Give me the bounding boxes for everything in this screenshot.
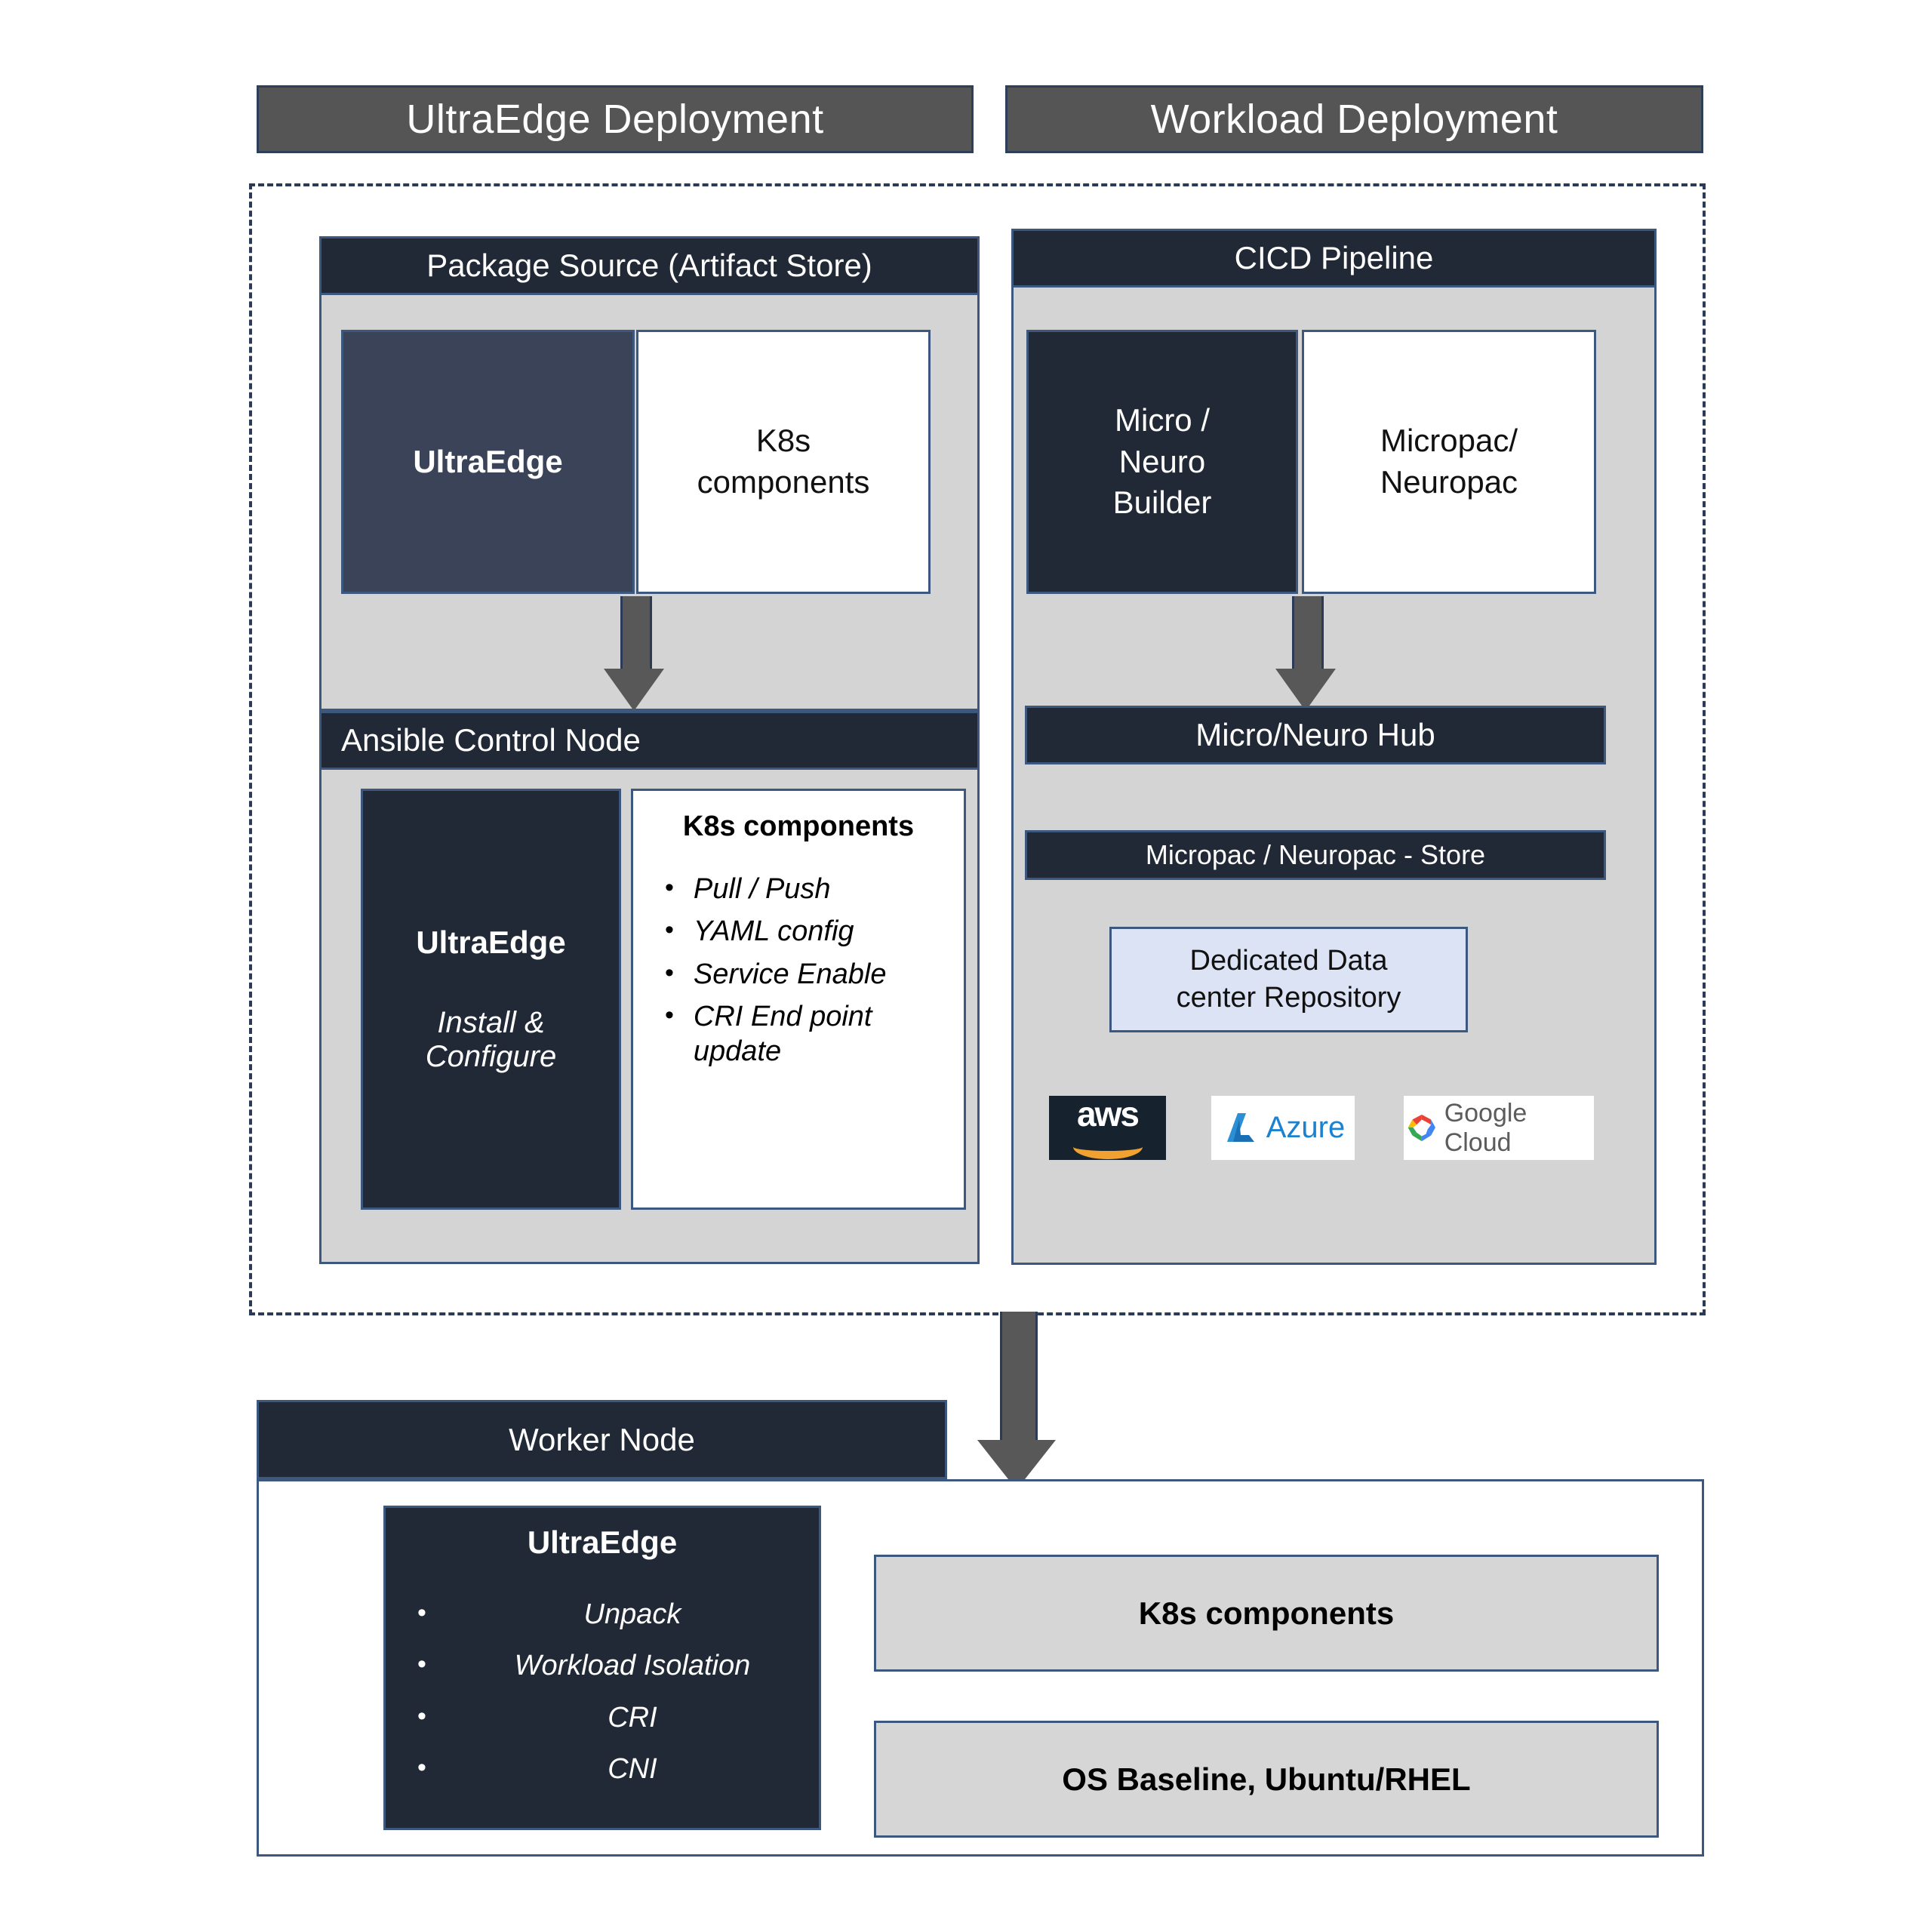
repository-line2: center Repository [1176,982,1401,1014]
micro-neuro-builder-box[interactable]: Micro / Neuro Builder [1026,330,1298,594]
worker-node-k8s-components-box[interactable]: K8s components [874,1555,1659,1672]
google-cloud-logo-icon: Google Cloud [1404,1096,1594,1160]
ansible-ultraedge-sub-line1: Install & [437,1006,545,1039]
worker-k8s-components-label: K8s components [1138,1595,1395,1631]
ansible-ultraedge-title: UltraEdge [416,924,566,960]
micro-neuro-hub-header: Micro/Neuro Hub [1025,706,1606,764]
bullet-icon: • [417,1598,426,1627]
bullet-icon: • [417,1753,426,1783]
repository-line1: Dedicated Data [1189,944,1388,977]
worker-ultraedge-list: • Unpack • Workload Isolation • CRI • CN… [386,1597,819,1794]
worker-os-baseline-label: OS Baseline, Ubuntu/RHEL [1062,1761,1471,1797]
worker-node-header: Worker Node [257,1400,947,1479]
arrow-package-source-to-ansible-icon [604,596,664,711]
pac-line1: Micropac/ [1380,423,1518,459]
micropac-neuropac-box[interactable]: Micropac/ Neuropac [1302,330,1596,594]
ansible-k8s-list: • Pull / Push • YAML config • Service En… [647,872,950,1069]
builder-line3: Builder [1112,485,1212,521]
micropac-neuropac-store-header: Micropac / Neuropac - Store [1025,830,1606,880]
worker-ultraedge-title: UltraEdge [527,1524,678,1560]
list-item: • CRI [417,1700,819,1735]
ansible-control-node-header: Ansible Control Node [319,711,980,770]
worker-node-ultraedge-box[interactable]: UltraEdge • Unpack • Workload Isolation … [383,1506,821,1830]
title-banner-workload-deployment: Workload Deployment [1005,85,1703,153]
package-source-k8s-line2: components [697,464,870,500]
list-item: • CNI [417,1752,819,1786]
azure-logo-text: Azure [1266,1111,1346,1144]
cicd-pipeline-header-label: CICD Pipeline [1234,240,1434,275]
worker-node-os-baseline-box[interactable]: OS Baseline, Ubuntu/RHEL [874,1721,1659,1838]
worker-ultraedge-item-0: Unpack [583,1598,681,1630]
ansible-k8s-components-box[interactable]: K8s components • Pull / Push • YAML conf… [631,789,966,1210]
arrow-builder-to-hub-icon [1275,596,1336,711]
azure-mark-icon [1226,1112,1254,1142]
worker-node-header-label: Worker Node [509,1421,695,1457]
list-item: • Unpack [417,1597,819,1632]
package-source-k8s-line1: K8s [755,423,811,459]
builder-line2: Neuro [1118,443,1206,479]
package-source-header: Package Source (Artifact Store) [319,236,980,295]
list-item: • CRI End point update [665,999,950,1069]
ansible-k8s-item-3: CRI End point update [693,1001,872,1068]
bullet-icon: • [665,915,674,945]
bullet-icon: • [665,873,674,902]
ansible-k8s-item-2: Service Enable [693,958,887,990]
worker-ultraedge-item-2: CRI [608,1701,657,1734]
google-cloud-logo-text: Google Cloud [1444,1098,1527,1157]
ansible-k8s-item-0: Pull / Push [693,873,831,905]
list-item: • Pull / Push [665,872,950,906]
worker-ultraedge-item-3: CNI [608,1753,657,1786]
ansible-ultraedge-sub-line2: Configure [425,1040,557,1073]
azure-logo-icon: Azure [1211,1096,1355,1160]
bullet-icon: • [417,1650,426,1679]
package-source-ultraedge-box[interactable]: UltraEdge [341,330,635,594]
bullet-icon: • [417,1701,426,1730]
package-source-k8s-box[interactable]: K8s components [636,330,931,594]
package-source-ultraedge-label: UltraEdge [413,444,563,479]
cicd-pipeline-header: CICD Pipeline [1011,229,1657,288]
ansible-control-node-header-label: Ansible Control Node [341,722,641,758]
worker-ultraedge-item-1: Workload Isolation [514,1650,751,1682]
bullet-icon: • [665,1001,674,1030]
aws-logo-text: aws [1077,1094,1140,1134]
ansible-k8s-title: K8s components [682,811,915,842]
micro-neuro-hub-label: Micro/Neuro Hub [1195,717,1435,752]
micropac-neuropac-store-label: Micropac / Neuropac - Store [1145,839,1486,870]
google-cloud-mark-icon [1407,1114,1435,1141]
aws-logo-icon: aws [1049,1096,1166,1160]
package-source-header-label: Package Source (Artifact Store) [426,248,872,283]
list-item: • Workload Isolation [417,1648,819,1683]
builder-line1: Micro / [1115,402,1210,438]
dedicated-data-center-repository-box[interactable]: Dedicated Data center Repository [1109,927,1468,1032]
list-item: • YAML config [665,914,950,949]
aws-swoosh-icon [1072,1134,1143,1159]
ansible-ultraedge-box[interactable]: UltraEdge Install & Configure [361,789,621,1210]
list-item: • Service Enable [665,957,950,992]
arrow-deployment-to-worker-node-icon [977,1312,1060,1493]
title-banner-left-label: UltraEdge Deployment [406,97,824,142]
bullet-icon: • [665,958,674,987]
title-banner-ultraedge-deployment: UltraEdge Deployment [257,85,974,153]
ansible-k8s-item-1: YAML config [693,915,854,948]
title-banner-right-label: Workload Deployment [1150,97,1558,142]
pac-line2: Neuropac [1380,464,1518,500]
